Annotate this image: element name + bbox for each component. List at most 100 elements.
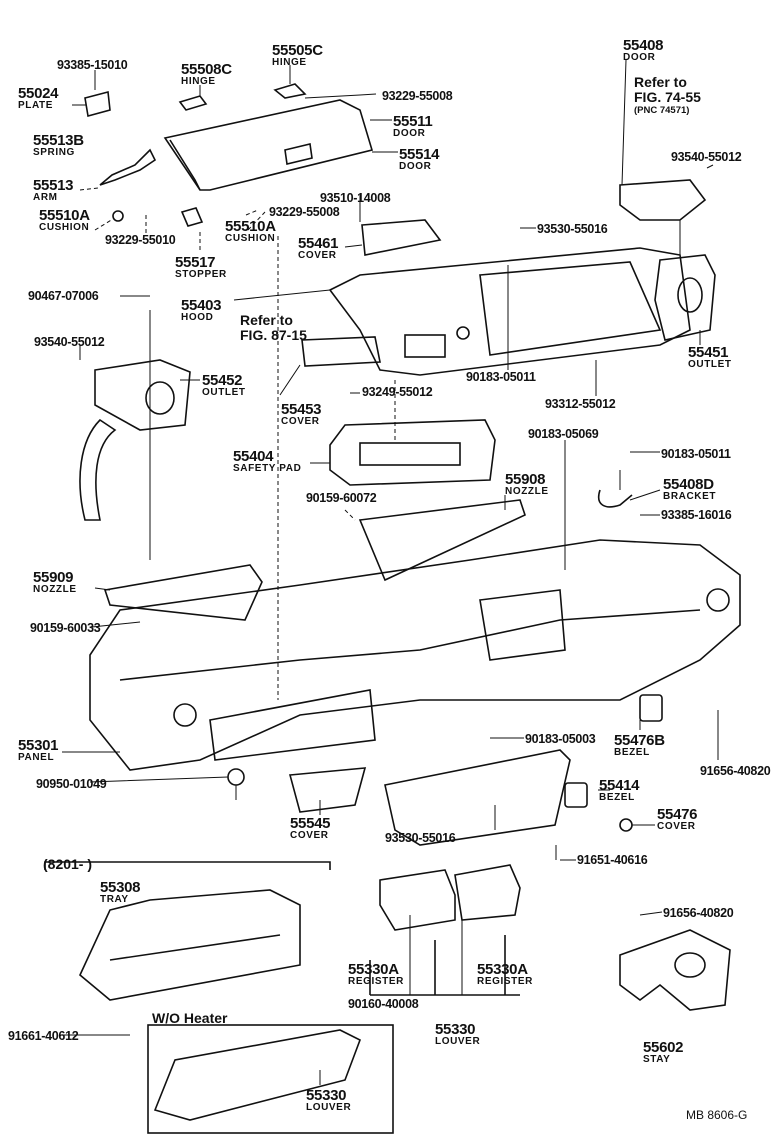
fastener-label: 93249-55012 <box>362 385 433 399</box>
part-number: 55510A <box>225 218 276 235</box>
tray-part <box>79 889 301 1001</box>
part-name: COVER <box>657 821 696 832</box>
reference-figure: FIG. 87-15 <box>240 327 307 344</box>
variant-note: W/O Heater <box>152 1010 228 1026</box>
hood-part <box>328 247 691 376</box>
part-name: COVER <box>298 250 337 261</box>
part-number: 55408 <box>623 37 664 54</box>
part-name: BRACKET <box>663 491 717 502</box>
part-number: 55517 <box>175 254 216 271</box>
part-name: LOUVER <box>306 1102 352 1113</box>
part-number: 55511 <box>393 113 433 130</box>
part-name: OUTLET <box>688 359 732 370</box>
part-name: STAY <box>643 1054 671 1065</box>
fastener-label: 93229-55008 <box>382 89 453 103</box>
part-name: STOPPER <box>175 269 227 280</box>
figure-reference: Refer to FIG. 74-55 (PNC 74571) <box>634 74 701 116</box>
part-name: HINGE <box>272 57 307 68</box>
part-number: 55513B <box>33 132 84 149</box>
fastener-label: 91661-40612 <box>8 1029 79 1043</box>
nozzle-55908-part <box>358 499 526 582</box>
part-name: OUTLET <box>202 387 246 398</box>
fastener-label: 90159-60033 <box>30 621 101 635</box>
hinge-part <box>273 83 307 99</box>
part-number: 55513 <box>33 177 74 194</box>
part-number: 55545 <box>290 815 331 832</box>
instrument-panel-part <box>89 539 741 771</box>
fastener-label: 90183-05069 <box>528 427 599 441</box>
register-part <box>454 864 521 921</box>
part-number: 55330A <box>348 961 399 978</box>
fastener-label: 93540-55012 <box>671 150 742 164</box>
part-name: PLATE <box>18 100 54 111</box>
part-number: 55408D <box>663 476 714 493</box>
part-name: SAFETY PAD <box>233 463 302 474</box>
figure-reference: Refer to FIG. 87-15 <box>240 312 307 344</box>
part-number: 55414 <box>599 777 640 794</box>
hose-part <box>79 418 117 521</box>
part-name: NOZZLE <box>505 486 549 497</box>
fastener-label: 93385-16016 <box>661 508 732 522</box>
part-number: 55514 <box>399 146 440 163</box>
part-number: 55453 <box>281 401 322 418</box>
part-number: 55909 <box>33 569 74 586</box>
part-name: COVER <box>290 830 329 841</box>
part-number: 55330A <box>477 961 528 978</box>
outlet-55452-part <box>94 359 191 431</box>
part-number: 55403 <box>181 297 222 314</box>
arm-part <box>99 148 157 186</box>
part-number: 55476B <box>614 732 665 749</box>
part-name: TRAY <box>100 894 129 905</box>
part-name: DOOR <box>399 161 432 172</box>
fastener-label: 93530-55016 <box>537 222 608 236</box>
fastener-label: 93229-55008 <box>269 205 340 219</box>
fastener-label: 90160-40008 <box>348 997 419 1011</box>
outlet-55451-part <box>654 254 716 341</box>
part-name: HOOD <box>181 312 214 323</box>
without-heater-box <box>147 1024 394 1134</box>
date-range-note: (8201- ) <box>43 856 93 872</box>
part-number: 55301 <box>18 737 59 754</box>
glove-door-part <box>163 99 374 191</box>
part-name: PANEL <box>18 752 55 763</box>
part-name: SPRING <box>33 147 75 158</box>
fastener-label: 93229-55010 <box>105 233 176 247</box>
part-number: 55330 <box>306 1087 347 1104</box>
register-part <box>379 869 456 931</box>
part-number: 55404 <box>233 448 274 465</box>
reference-pnc: (PNC 74571) <box>634 104 690 116</box>
fastener-label: 93312-55012 <box>545 397 616 411</box>
reference-figure: FIG. 74-55 <box>634 89 701 106</box>
part-number: 55308 <box>100 879 141 896</box>
part-name: REGISTER <box>348 976 404 987</box>
fastener-label: 90183-05003 <box>525 732 596 746</box>
fastener-label: 93540-55012 <box>34 335 105 349</box>
part-number: 55508C <box>181 61 232 78</box>
fastener-label: 90950-01049 <box>36 777 107 791</box>
nozzle-55909-part <box>103 564 263 621</box>
fastener-label: 90183-05011 <box>466 370 536 384</box>
